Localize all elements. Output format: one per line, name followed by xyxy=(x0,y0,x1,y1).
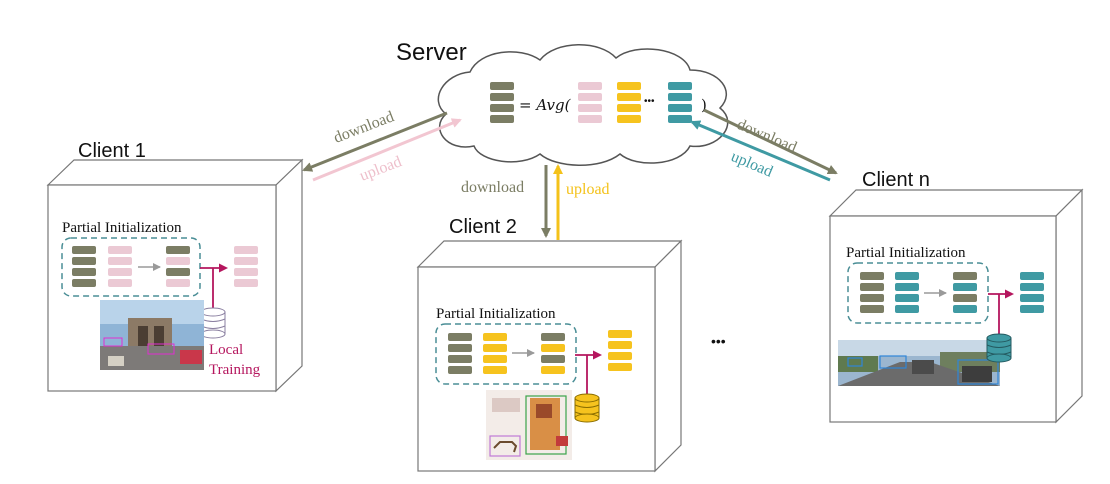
avg-formula: = Avg( xyxy=(519,96,572,114)
client2-title: Client 2 xyxy=(449,216,517,238)
download-label-client1: download xyxy=(331,108,396,146)
database-icon xyxy=(986,333,1012,363)
client1-global-stack xyxy=(72,246,96,287)
local-training-label-line2: Training xyxy=(209,362,261,378)
clientn-global-stack xyxy=(860,272,884,313)
client2-mixed-stack xyxy=(541,333,565,374)
server-client2-model xyxy=(617,82,641,123)
photo-icon xyxy=(486,390,572,460)
download-label-client2: download xyxy=(461,179,524,196)
database-icon xyxy=(200,307,226,339)
server-client1-model xyxy=(578,82,602,123)
download-arrow-client1 xyxy=(302,111,448,172)
client2-global-stack xyxy=(448,333,472,374)
upload-arrow-clientn xyxy=(690,120,831,182)
download-arrow-clientn xyxy=(703,108,838,175)
clientn-title: Client n xyxy=(862,169,930,191)
local-training-label-line1: Local xyxy=(209,342,243,358)
database-icon xyxy=(574,393,600,423)
clientn-local-stack xyxy=(895,272,919,313)
clientn-cube xyxy=(828,188,1084,424)
client2-partial-init-box xyxy=(435,323,577,385)
server-ellipsis: ••• xyxy=(644,96,655,107)
client1-title: Client 1 xyxy=(78,140,146,162)
upload-arrow-client1 xyxy=(312,118,462,182)
clientn-partial-init-box xyxy=(847,262,989,324)
client1-panel-title: Partial Initialization xyxy=(62,220,182,236)
clientn-trained-stack xyxy=(1020,272,1044,313)
client2-local-stack xyxy=(483,333,507,374)
download-label-clientn: download xyxy=(734,116,799,156)
more-clients-ellipsis: ••• xyxy=(711,333,726,349)
photo-icon xyxy=(838,340,1000,386)
avg-close: ) xyxy=(701,96,707,114)
upload-label-client2: upload xyxy=(566,181,610,198)
server-title: Server xyxy=(396,39,467,66)
client1-mixed-stack xyxy=(166,246,190,287)
server-global-model xyxy=(490,82,514,123)
client2-trained-stack xyxy=(608,330,632,371)
client1-cube xyxy=(46,158,304,393)
client2-panel-title: Partial Initialization xyxy=(436,306,556,322)
photo-icon xyxy=(100,300,204,370)
client1-partial-init-box xyxy=(61,237,201,297)
clientn-panel-title: Partial Initialization xyxy=(846,245,966,261)
client1-trained-stack xyxy=(234,246,258,287)
server-clientn-model xyxy=(668,82,692,123)
clientn-mixed-stack xyxy=(953,272,977,313)
client1-local-stack xyxy=(108,246,132,287)
